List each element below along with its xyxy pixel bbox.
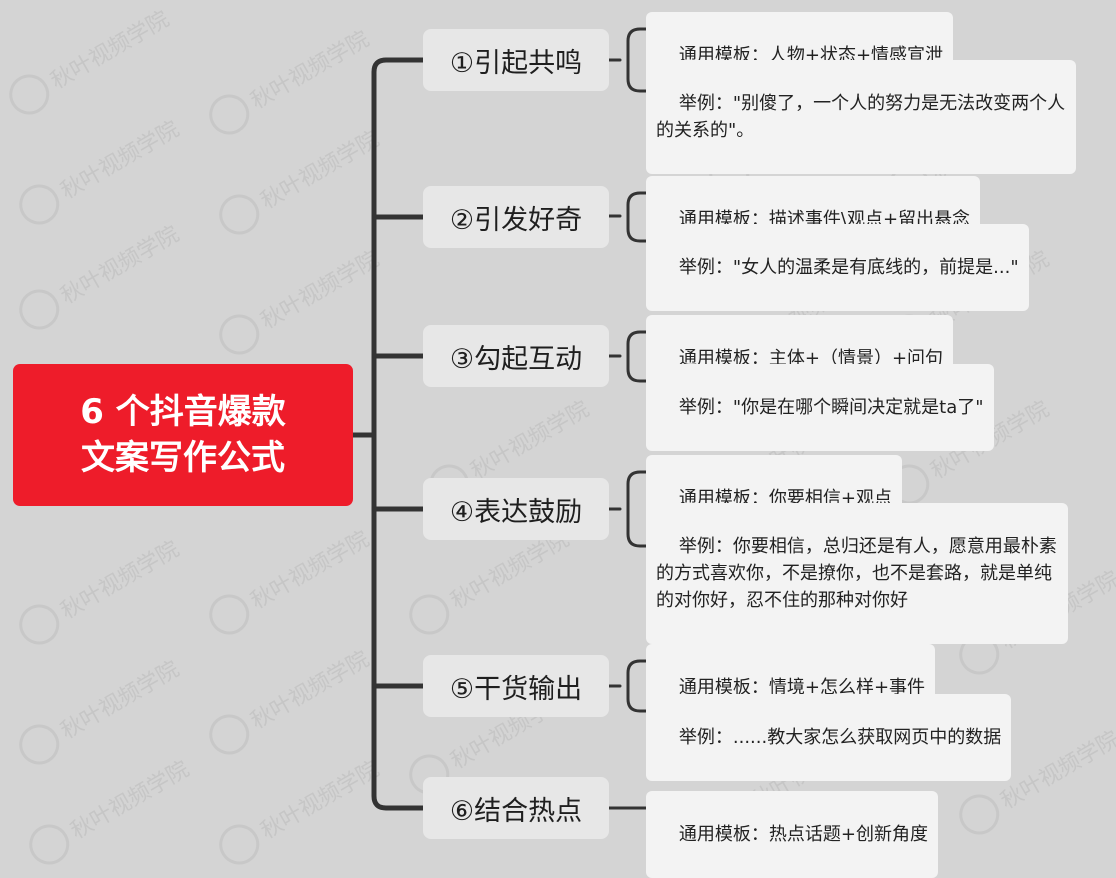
mind-map: 秋叶视频学院 秋叶视频学院 秋叶视频学院 秋叶视频学院 秋叶视频学院 秋叶视频学…	[1, 7, 1116, 878]
root-topic[interactable]: 6 个抖音爆款 文案写作公式	[13, 364, 353, 506]
leaf-text: 举例：你要相信，总归还是有人，愿意用最朴素的方式喜欢你，不是撩你，也不是套路，就…	[656, 536, 1057, 611]
leaf-template-6[interactable]: 通用模板：热点话题+创新角度	[646, 791, 938, 878]
leaf-text: 举例：......教大家怎么获取网页中的数据	[678, 727, 1002, 748]
branch-label: ④表达鼓励	[449, 496, 583, 528]
leaf-text: 通用模板：情境+怎么样+事件	[678, 677, 926, 698]
leaf-connector	[626, 191, 648, 243]
branch-topic-6[interactable]: ⑥结合热点	[423, 777, 609, 839]
branch-label: ①引起共鸣	[449, 47, 583, 79]
root-title-line-2: 文案写作公式	[81, 438, 285, 478]
leaf-text: 通用模板：热点话题+创新角度	[678, 824, 928, 845]
branch-topic-1[interactable]: ①引起共鸣	[423, 29, 609, 91]
leaf-text: 举例："别傻了，一个人的努力是无法改变两个人的关系的"。	[656, 93, 1066, 141]
leaf-connector	[626, 330, 648, 383]
leaf-text: 举例："女人的温柔是有底线的，前提是..."	[678, 257, 1019, 278]
leaf-connector	[626, 470, 648, 548]
leaf-example-3[interactable]: 举例："你是在哪个瞬间决定就是ta了"	[646, 364, 994, 451]
leaf-example-4[interactable]: 举例：你要相信，总归还是有人，愿意用最朴素的方式喜欢你，不是撩你，也不是套路，就…	[646, 503, 1068, 644]
root-title-line-1: 6 个抖音爆款	[80, 392, 286, 432]
leaf-example-5[interactable]: 举例：......教大家怎么获取网页中的数据	[646, 694, 1012, 781]
leaf-text: 举例："你是在哪个瞬间决定就是ta了"	[678, 397, 984, 418]
branch-topic-3[interactable]: ③勾起互动	[423, 325, 609, 387]
branch-topic-5[interactable]: ⑤干货输出	[423, 655, 609, 717]
branch-label: ③勾起互动	[449, 343, 583, 375]
trunk-line	[371, 57, 426, 811]
branch-label: ⑤干货输出	[449, 673, 583, 705]
branch-label: ②引发好奇	[449, 204, 583, 236]
branch-topic-4[interactable]: ④表达鼓励	[423, 478, 609, 540]
leaf-example-1[interactable]: 举例："别傻了，一个人的努力是无法改变两个人的关系的"。	[646, 60, 1076, 174]
leaf-example-2[interactable]: 举例："女人的温柔是有底线的，前提是..."	[646, 224, 1029, 311]
leaf-connector	[626, 659, 648, 713]
branch-label: ⑥结合热点	[449, 795, 583, 827]
connector-lines	[350, 27, 648, 811]
leaf-text: 通用模板：主体+（情景）+问句	[678, 348, 944, 369]
leaf-connector	[626, 27, 648, 93]
branch-topic-2[interactable]: ②引发好奇	[423, 186, 609, 248]
